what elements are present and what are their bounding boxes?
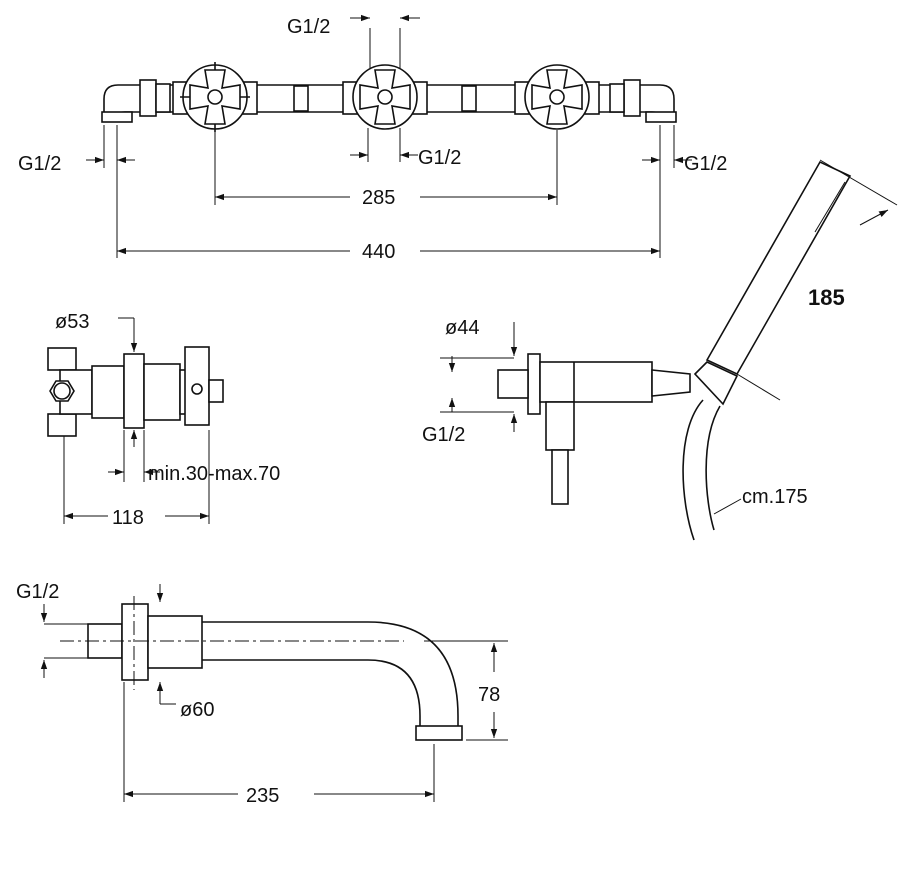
label-handshower-length: 185 [808, 285, 845, 310]
label-spout-inlet: G1/2 [16, 581, 59, 603]
side-view [47, 317, 224, 524]
dim-inlet-top [350, 14, 420, 68]
label-inlet-top: G1/2 [287, 16, 330, 38]
label-shower-inlet: G1/2 [422, 424, 465, 446]
dim-inlet-left [86, 125, 135, 168]
label-inlet-left: G1/2 [18, 153, 61, 175]
label-depth: 118 [112, 507, 144, 529]
dim-inlet-center [350, 128, 418, 162]
top-pipe [101, 79, 677, 123]
top-view: G1/2 G1/2 G1/2 G1/2 [18, 14, 727, 263]
shower-view [440, 159, 898, 541]
spout-view [40, 584, 508, 802]
valve-left [172, 62, 258, 132]
label-shower-diameter: ø44 [445, 317, 479, 339]
label-width-inner: 285 [362, 187, 395, 209]
dim-width-total [116, 168, 661, 258]
dim-width-inner [214, 130, 558, 205]
label-spout-projection: 235 [246, 785, 279, 807]
label-spout-height: 78 [478, 684, 500, 706]
label-side-diameter: ø53 [55, 311, 89, 333]
valve-center [342, 64, 428, 130]
label-spout-diameter: ø60 [180, 699, 214, 721]
valve-right [514, 64, 600, 130]
label-depth-range: min.30-max.70 [148, 463, 280, 485]
label-inlet-center: G1/2 [418, 147, 461, 169]
dim-inlet-right [642, 125, 692, 168]
label-inlet-right: G1/2 [684, 153, 727, 175]
label-hose-length: cm.175 [742, 486, 808, 508]
label-width-total: 440 [362, 241, 395, 263]
